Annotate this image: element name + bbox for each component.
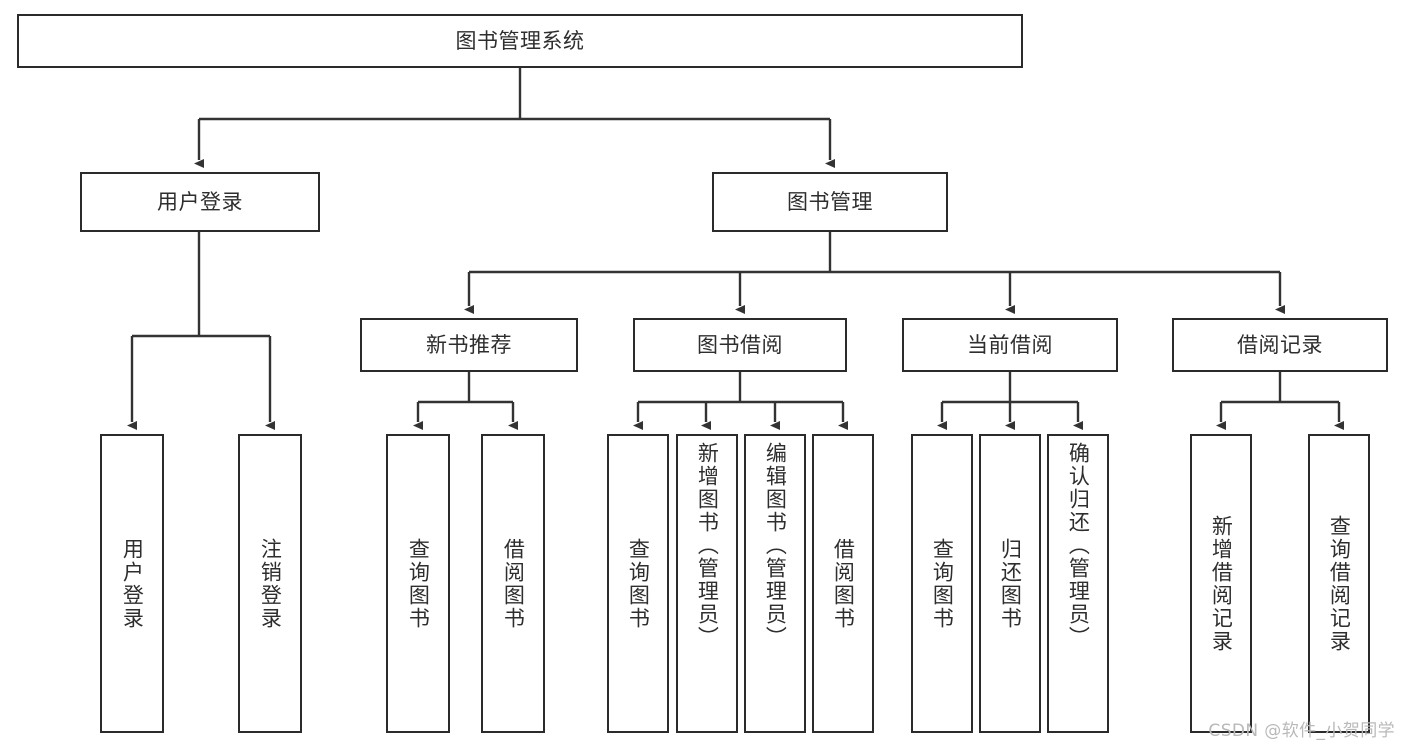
node-root-book-management-system[interactable]: 图书管理系统: [17, 14, 1023, 68]
leaf-borrow-record-query[interactable]: 查询借阅记录: [1308, 434, 1370, 733]
node-book-borrow[interactable]: 图书借阅: [633, 318, 847, 372]
leaf-book-borrow-edit-label: 编辑图书（管理员）: [763, 442, 788, 649]
node-root-label: 图书管理系统: [455, 28, 585, 53]
leaf-book-borrow-borrow-label: 借阅图书: [831, 537, 856, 630]
leaf-current-borrow-confirm-return[interactable]: 确认归还（管理员）: [1047, 434, 1109, 733]
leaf-book-borrow-query[interactable]: 查询图书: [607, 434, 669, 733]
leaf-book-borrow-query-label: 查询图书: [626, 537, 651, 630]
leaf-user-login-logout-label: 注销登录: [258, 537, 283, 630]
node-user-login[interactable]: 用户登录: [80, 172, 320, 232]
leaf-new-book-borrow[interactable]: 借阅图书: [481, 434, 545, 733]
csdn-watermark: CSDN @软件_小贺同学: [1208, 721, 1395, 741]
leaf-book-borrow-borrow[interactable]: 借阅图书: [812, 434, 874, 733]
node-user-login-label: 用户登录: [157, 189, 243, 214]
node-new-book-recommend[interactable]: 新书推荐: [360, 318, 578, 372]
node-book-management[interactable]: 图书管理: [712, 172, 948, 232]
leaf-borrow-record-add-label: 新增借阅记录: [1209, 514, 1234, 653]
leaf-new-book-query[interactable]: 查询图书: [386, 434, 450, 733]
leaf-new-book-borrow-label: 借阅图书: [501, 537, 526, 630]
leaf-user-login-login-label: 用户登录: [120, 537, 145, 630]
leaf-user-login-login[interactable]: 用户登录: [100, 434, 164, 733]
node-book-borrow-label: 图书借阅: [697, 332, 783, 357]
leaf-new-book-query-label: 查询图书: [406, 537, 431, 630]
node-new-book-recommend-label: 新书推荐: [426, 332, 512, 357]
leaf-borrow-record-add[interactable]: 新增借阅记录: [1190, 434, 1252, 733]
leaf-current-borrow-query-label: 查询图书: [930, 537, 955, 630]
leaf-borrow-record-query-label: 查询借阅记录: [1327, 514, 1352, 653]
node-current-borrow[interactable]: 当前借阅: [902, 318, 1118, 372]
leaf-current-borrow-confirm-return-label: 确认归还（管理员）: [1066, 442, 1091, 649]
node-borrow-record-label: 借阅记录: [1237, 332, 1323, 357]
leaf-book-borrow-edit[interactable]: 编辑图书（管理员）: [744, 434, 806, 733]
leaf-current-borrow-return-label: 归还图书: [998, 537, 1023, 630]
node-borrow-record[interactable]: 借阅记录: [1172, 318, 1388, 372]
node-book-management-label: 图书管理: [787, 189, 873, 214]
leaf-book-borrow-add-label: 新增图书（管理员）: [695, 442, 720, 649]
leaf-book-borrow-add[interactable]: 新增图书（管理员）: [676, 434, 738, 733]
leaf-user-login-logout[interactable]: 注销登录: [238, 434, 302, 733]
node-current-borrow-label: 当前借阅: [967, 332, 1053, 357]
leaf-current-borrow-return[interactable]: 归还图书: [979, 434, 1041, 733]
leaf-current-borrow-query[interactable]: 查询图书: [911, 434, 973, 733]
